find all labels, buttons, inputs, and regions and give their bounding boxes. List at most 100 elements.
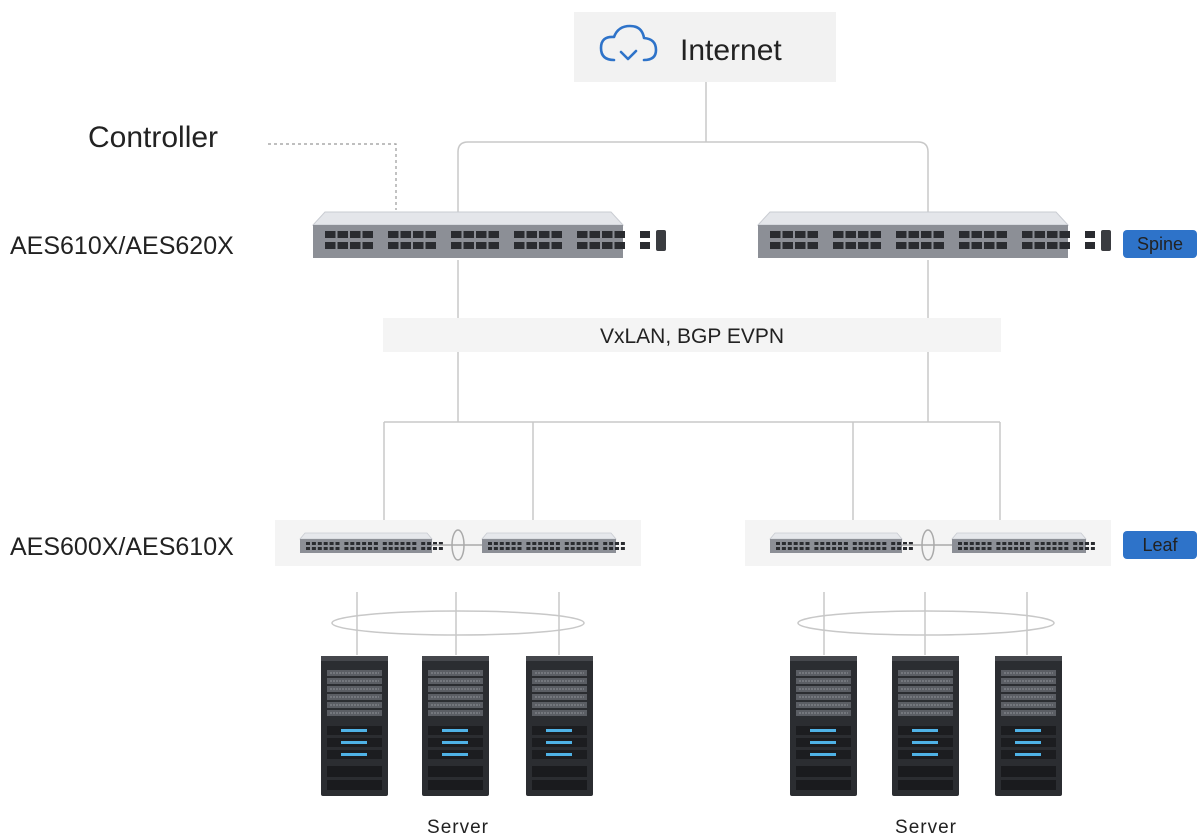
- switch-port: [1034, 231, 1045, 238]
- switch-port: [382, 547, 387, 550]
- server-activity-led: [442, 753, 468, 756]
- switch-port: [1014, 547, 1019, 550]
- switch-port: [603, 547, 608, 550]
- switch-port: [1079, 547, 1084, 550]
- mlag-link-ring: [451, 529, 465, 561]
- switch-port: [981, 547, 986, 550]
- server-bay: [532, 780, 587, 790]
- switch-port: [337, 231, 348, 238]
- switch-port: [433, 547, 437, 550]
- switch-port: [400, 542, 405, 545]
- switch-port: [1025, 547, 1030, 550]
- switch-port: [996, 231, 1007, 238]
- switch-port: [588, 547, 593, 550]
- switch-port: [406, 542, 411, 545]
- switch-port: [1008, 542, 1013, 545]
- cloud-icon: [599, 24, 658, 62]
- switch-port: [1064, 542, 1069, 545]
- switch-port: [350, 547, 355, 550]
- switch-port: [876, 542, 881, 545]
- switch-port: [368, 542, 372, 545]
- switch-port: [311, 547, 316, 550]
- switch-port: [388, 231, 399, 238]
- switch-port: [526, 547, 531, 550]
- internet-label: Internet: [680, 34, 782, 67]
- switch-port: [576, 547, 581, 550]
- switch-port: [1064, 547, 1069, 550]
- switch-port: [971, 231, 982, 238]
- server-bay: [428, 780, 483, 790]
- switch-port: [582, 542, 587, 545]
- switch-port: [413, 231, 424, 238]
- switch-front-panel: [300, 539, 432, 553]
- leaf-switch: [769, 532, 913, 553]
- switch-port: [373, 542, 378, 545]
- switch-port: [564, 542, 569, 545]
- switch-port: [614, 231, 625, 238]
- switch-port: [805, 547, 810, 550]
- switch-port: [499, 547, 504, 550]
- switch-port: [1034, 542, 1039, 545]
- switch-port: [539, 231, 550, 238]
- switch-port: [987, 542, 992, 545]
- switch-port: [476, 242, 487, 249]
- server-rack-top: [526, 656, 593, 661]
- switch-port: [787, 542, 792, 545]
- switch-port: [793, 542, 798, 545]
- switch-port: [433, 542, 437, 545]
- switch-port: [1040, 542, 1045, 545]
- switch-port: [805, 542, 810, 545]
- server-activity-led: [546, 741, 572, 744]
- switch-port: [438, 547, 443, 550]
- switch-port: [550, 547, 554, 550]
- switch-port: [550, 542, 554, 545]
- server-activity-led: [912, 741, 938, 744]
- switch-port: [897, 547, 902, 550]
- switch-port: [858, 542, 863, 545]
- switch-port: [425, 231, 436, 238]
- switch-port: [1025, 542, 1030, 545]
- server-rack-top: [995, 656, 1062, 661]
- server-activity-led: [1015, 729, 1041, 732]
- switch-port: [1090, 542, 1095, 545]
- switch-port: [891, 547, 896, 550]
- switch-port: [891, 542, 896, 545]
- server-activity-led: [442, 741, 468, 744]
- switch-port: [858, 231, 869, 238]
- switch-port: [921, 231, 932, 238]
- switch-port: [356, 542, 361, 545]
- switch-port: [594, 542, 599, 545]
- overlay-bar-bg: [383, 318, 1001, 352]
- switch-port: [362, 231, 373, 238]
- controller-label: Controller: [88, 121, 218, 154]
- switch-uplink-module: [656, 230, 666, 251]
- switch-port: [776, 547, 780, 550]
- server-activity-led: [810, 753, 836, 756]
- switch-port: [1002, 547, 1007, 550]
- switch-port: [582, 547, 587, 550]
- server-label-left: Server: [427, 817, 489, 838]
- switch-port: [488, 542, 492, 545]
- switch-port: [603, 542, 608, 545]
- switch-port: [394, 542, 399, 545]
- leaf-switch: [299, 532, 443, 553]
- switch-port: [362, 547, 367, 550]
- switch-port: [337, 242, 348, 249]
- switch-port: [1008, 547, 1013, 550]
- switch-port: [514, 231, 525, 238]
- switch-port: [975, 542, 980, 545]
- switch-port: [406, 547, 411, 550]
- switch-port: [538, 542, 543, 545]
- switch-port: [1052, 542, 1057, 545]
- switch-port: [517, 542, 522, 545]
- switch-port: [413, 242, 424, 249]
- switch-port: [843, 547, 848, 550]
- switch-port: [1052, 547, 1057, 550]
- switch-front-panel: [482, 539, 616, 553]
- switch-port: [476, 231, 487, 238]
- switch-port: [532, 547, 537, 550]
- switch-port: [325, 242, 336, 249]
- internet-uplink-line: [457, 82, 929, 218]
- switch-front-panel: [313, 225, 623, 258]
- switch-port: [451, 242, 462, 249]
